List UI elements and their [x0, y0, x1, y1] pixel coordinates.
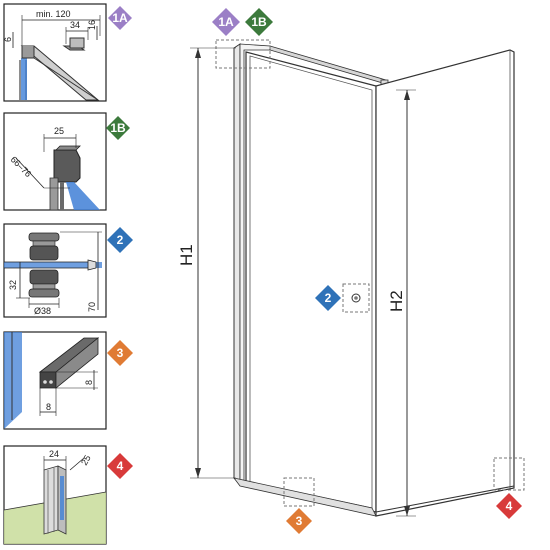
dim-2-total: 70: [87, 302, 97, 312]
badge-2-side: 2: [107, 227, 133, 253]
svg-text:1A: 1A: [112, 11, 128, 25]
svg-text:4: 4: [117, 459, 124, 473]
h2-label: H2: [387, 290, 406, 312]
h1-dimension: H1: [177, 47, 236, 479]
svg-text:1B: 1B: [110, 121, 126, 135]
h2-dimension: H2: [387, 89, 416, 517]
callout-box-2: [342, 283, 370, 313]
badge-4-main: 4: [496, 493, 522, 519]
callout-box-1: [215, 39, 271, 69]
dim-1a-side: 16: [87, 20, 97, 30]
dim-1a-left: 6: [3, 37, 13, 42]
dim-4-width: 24: [49, 449, 59, 459]
callout-box-4: [493, 457, 525, 491]
dim-1b-top: 25: [54, 126, 64, 136]
badge-2-main: 2: [315, 285, 341, 311]
svg-text:1A: 1A: [218, 15, 234, 29]
detail-panel-1b: 25 66–76: [3, 112, 107, 211]
svg-text:2: 2: [117, 233, 124, 247]
callout-box-3: [283, 477, 315, 507]
dim-2-diameter: Ø38: [34, 306, 51, 316]
badge-1a-side: 1A: [108, 6, 132, 30]
dim-3-height: 8: [84, 380, 94, 385]
dim-1a-width: min. 120: [36, 9, 71, 19]
svg-text:1B: 1B: [251, 15, 267, 29]
main-shower-drawing: [233, 43, 515, 517]
badge-1b-main: 1B: [245, 8, 273, 36]
svg-text:4: 4: [506, 499, 513, 513]
svg-text:2: 2: [325, 291, 332, 305]
detail-panel-4: 24 25: [3, 445, 107, 545]
badge-1a-main: 1A: [212, 8, 240, 36]
svg-text:3: 3: [117, 346, 124, 360]
h1-label: H1: [177, 244, 196, 266]
detail-panel-2: 32 Ø38 70: [3, 223, 107, 318]
badge-3-side: 3: [107, 340, 133, 366]
detail-panel-3: 8 8: [3, 331, 107, 430]
detail-panel-1a: min. 120 34 16 6: [3, 3, 107, 102]
dim-1a-inner: 34: [70, 20, 80, 30]
dim-2-height: 32: [8, 280, 18, 290]
badge-3-main: 3: [286, 508, 312, 534]
badge-4-side: 4: [107, 453, 133, 479]
badge-1b-side: 1B: [106, 116, 130, 140]
dim-4-depth: 25: [79, 453, 93, 467]
svg-text:3: 3: [296, 514, 303, 528]
dim-3-width: 8: [46, 402, 51, 412]
